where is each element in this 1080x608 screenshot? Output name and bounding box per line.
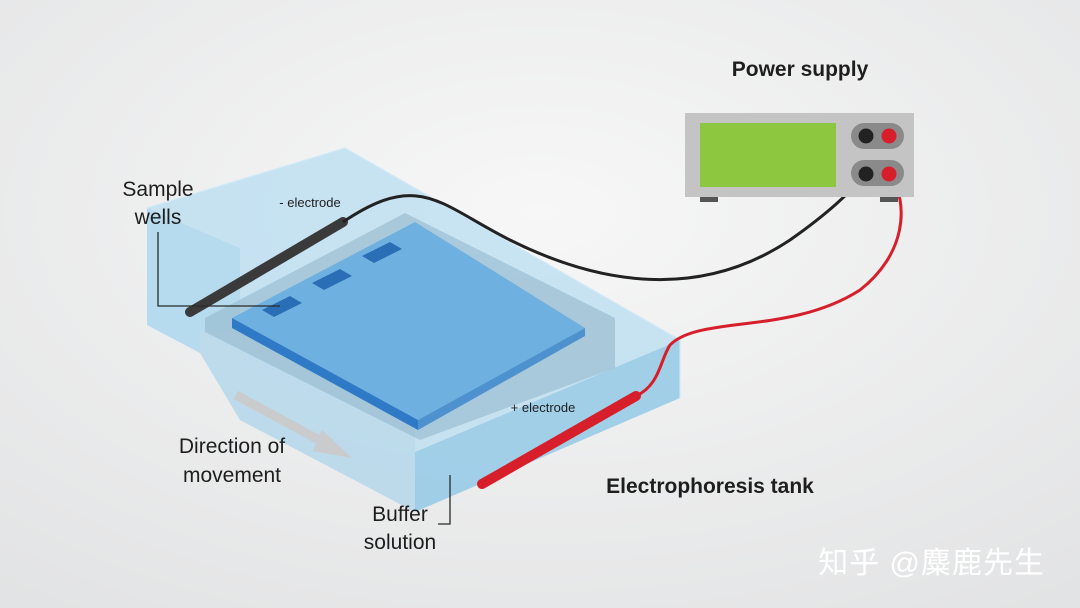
watermark: 知乎 @麋鹿先生 [818, 547, 1045, 580]
black-terminal [858, 166, 874, 182]
sample-wells [262, 242, 402, 317]
negative-wire [342, 173, 868, 282]
sample-wells-pointer [157, 232, 280, 307]
tank-front-face [200, 330, 415, 512]
negative-electrode [185, 217, 348, 317]
sample-well [262, 296, 302, 317]
buffer-solution-label: solution [364, 531, 436, 554]
sample-well [362, 242, 402, 263]
tank-right-face [415, 340, 680, 512]
sample-well [312, 269, 352, 290]
power-supply-screen [700, 123, 836, 187]
positive-electrode [477, 391, 641, 489]
gel-slab [232, 222, 585, 420]
red-terminal [881, 128, 897, 144]
direction-arrow [233, 391, 352, 458]
electrophoresis-tank-label: Electrophoresis tank [606, 475, 814, 498]
sample-wells-label: wells [134, 206, 182, 229]
sample-wells-label: Sample [122, 178, 193, 201]
power-supply-foot [880, 197, 898, 202]
black-terminal [858, 128, 874, 144]
gel-slab-edge-right [418, 328, 585, 430]
tank-edge [146, 147, 681, 398]
direction-label: Direction of [179, 435, 285, 458]
electrophoresis-tank [146, 147, 681, 512]
buffer-pointer [438, 475, 451, 525]
positive-electrode-label: + electrode [511, 400, 576, 415]
negative-electrode-label: - electrode [279, 195, 340, 210]
power-supply-foot [700, 197, 718, 202]
red-terminal [881, 166, 897, 182]
direction-label: movement [183, 464, 281, 487]
power-supply-label: Power supply [732, 58, 869, 81]
gel-slab-edge [232, 318, 418, 430]
buffer-solution-label: Buffer [372, 503, 428, 526]
power-supply [685, 113, 914, 202]
positive-wire [635, 173, 903, 398]
